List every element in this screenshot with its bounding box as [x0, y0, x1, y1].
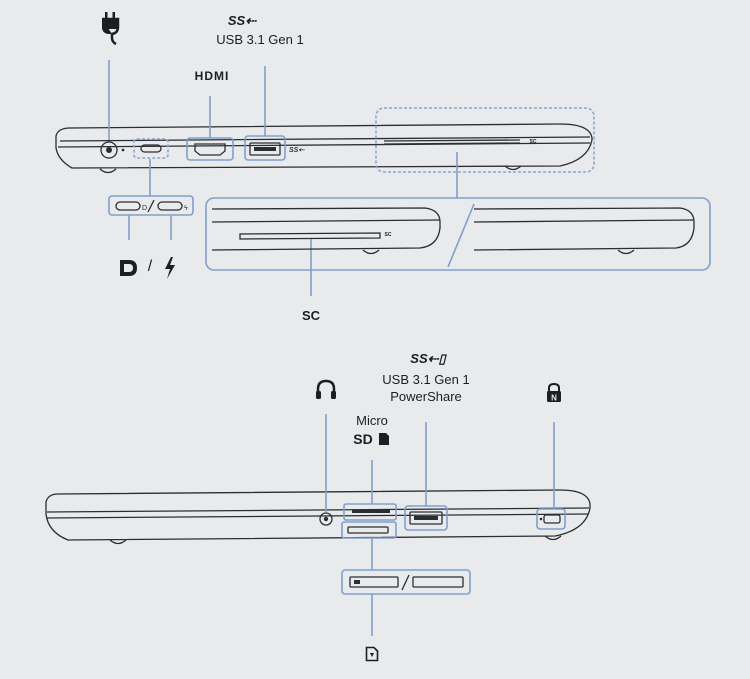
sim-slot [341, 521, 397, 539]
usb-c-port [133, 138, 169, 159]
noble-lock-icon: N [545, 383, 563, 403]
usb-c-options-box: D ϟ [108, 195, 194, 216]
security-lock-slot [536, 508, 566, 530]
audio-jack-port [319, 512, 333, 526]
usb-c-option-separator: / [147, 258, 153, 275]
bottom-leader-lines [325, 414, 555, 636]
smart-card-highlight [375, 107, 595, 173]
smart-card-slot-text: SC [529, 139, 537, 145]
usb-a-label: USB 3.1 Gen 1 [216, 32, 304, 47]
sim-options-box [341, 569, 471, 595]
laptop-left-side [55, 123, 593, 174]
displayport-icon [118, 258, 140, 278]
svg-text:SS⇠: SS⇠ [289, 147, 305, 154]
usb-powershare-label-line1: USB 3.1 Gen 1 [382, 372, 470, 387]
usb-powershare-logo: SS⇠▯ [410, 351, 446, 366]
power-plug-icon [100, 12, 120, 46]
sim-card-icon [365, 646, 379, 662]
hdmi-label: HDMI [194, 69, 230, 83]
usb-superspeed-logo: SS⇠ [227, 13, 257, 28]
svg-text:N: N [551, 394, 557, 403]
microsd-slot [343, 503, 397, 521]
usb-powershare-label-line2: PowerShare [390, 389, 462, 404]
smart-card-detail-box [205, 197, 711, 271]
headset-icon [314, 378, 338, 402]
laptop-right-side [45, 489, 591, 545]
microsd-label-line1: Micro [356, 413, 388, 428]
power-jack-port [100, 141, 125, 159]
hdmi-port [186, 137, 234, 161]
smart-card-detail-text: SC [384, 232, 392, 238]
smart-card-label: SC [301, 308, 321, 323]
svg-text:D: D [142, 205, 147, 212]
microsd-card-icon [378, 432, 390, 446]
microsd-label-line2: SD [353, 431, 373, 447]
svg-text:ϟ: ϟ [184, 205, 188, 212]
thunderbolt-icon [162, 257, 178, 279]
